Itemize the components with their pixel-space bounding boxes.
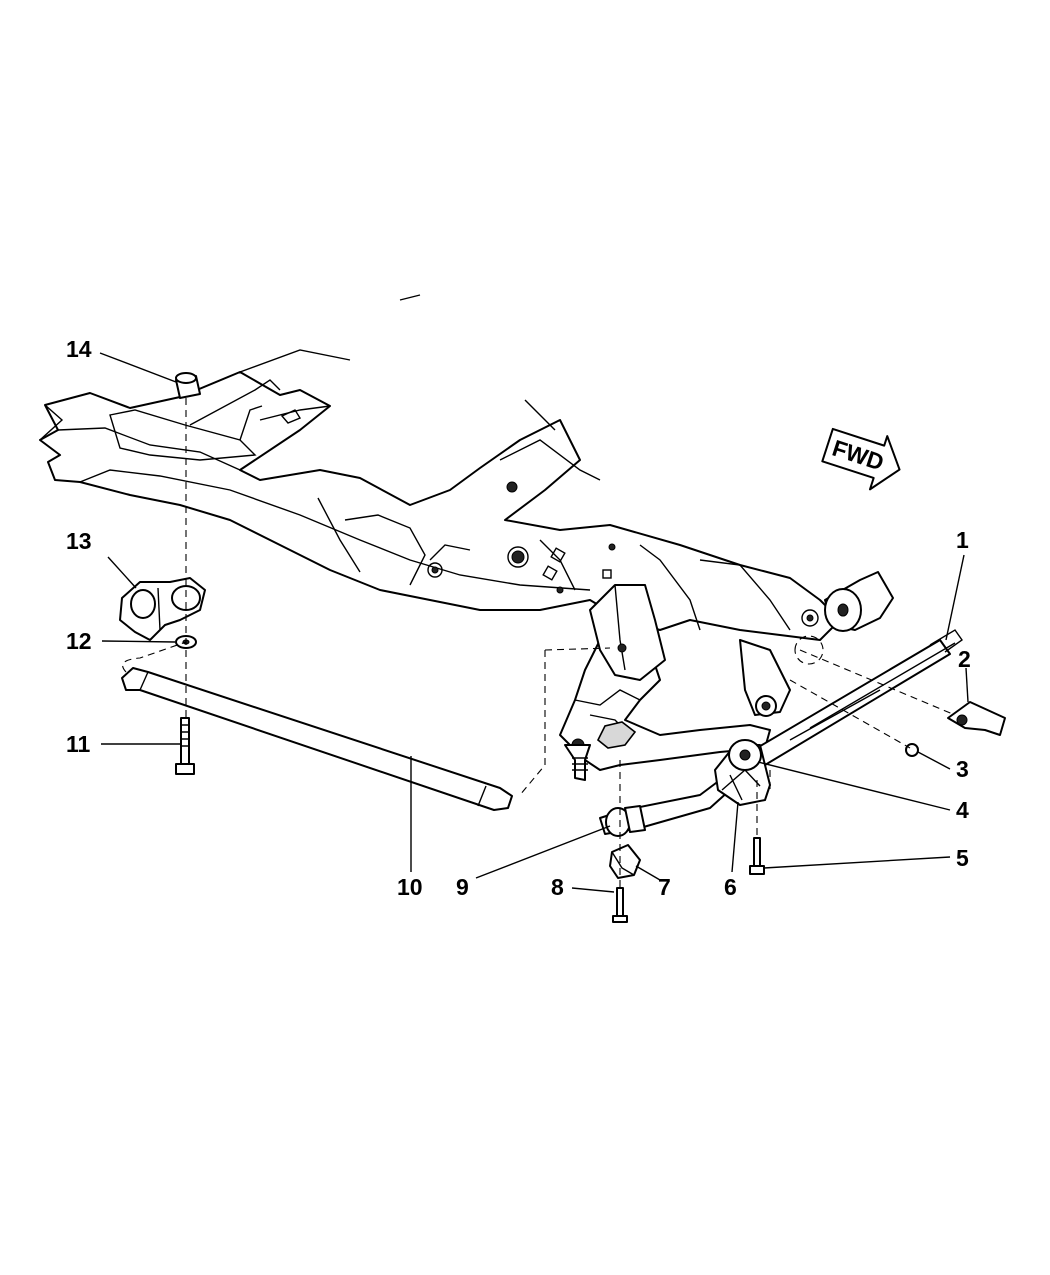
callout-5: 5	[956, 845, 969, 871]
frame-mount-right	[824, 571, 894, 632]
callout-1: 1	[956, 527, 969, 553]
callout-12: 12	[66, 628, 92, 654]
bracket-2	[947, 701, 1006, 736]
bolt-11	[175, 717, 195, 775]
stabilizer-arm	[599, 779, 731, 837]
bushing-14	[175, 372, 201, 399]
callout-11: 11	[66, 731, 91, 757]
callout-9: 9	[456, 874, 469, 900]
callout-7: 7	[658, 874, 671, 900]
callout-14: 14	[66, 336, 92, 362]
callout-3: 3	[956, 756, 969, 782]
leader-lines	[99, 352, 969, 893]
bolt-5	[749, 837, 765, 875]
frame-rail	[38, 294, 841, 641]
callout-6: 6	[724, 874, 737, 900]
fwd-arrow: FWD	[821, 427, 901, 491]
callout-8: 8	[551, 874, 564, 900]
lower-control-arm	[559, 584, 791, 781]
callout-numbers: 1 2 3 4 5 6 7 8 9 10 11 12 13 14	[66, 336, 971, 900]
callout-13: 13	[66, 528, 92, 554]
bracket-13	[119, 577, 206, 641]
link-rod	[121, 667, 513, 811]
callout-2: 2	[958, 646, 971, 672]
nut-3	[905, 743, 919, 757]
assembly-lines	[122, 398, 956, 890]
callout-4: 4	[956, 797, 969, 823]
bolt-8	[612, 887, 628, 923]
clamp	[609, 844, 641, 879]
bushing-retainer	[714, 739, 771, 806]
callout-10: 10	[397, 874, 423, 900]
